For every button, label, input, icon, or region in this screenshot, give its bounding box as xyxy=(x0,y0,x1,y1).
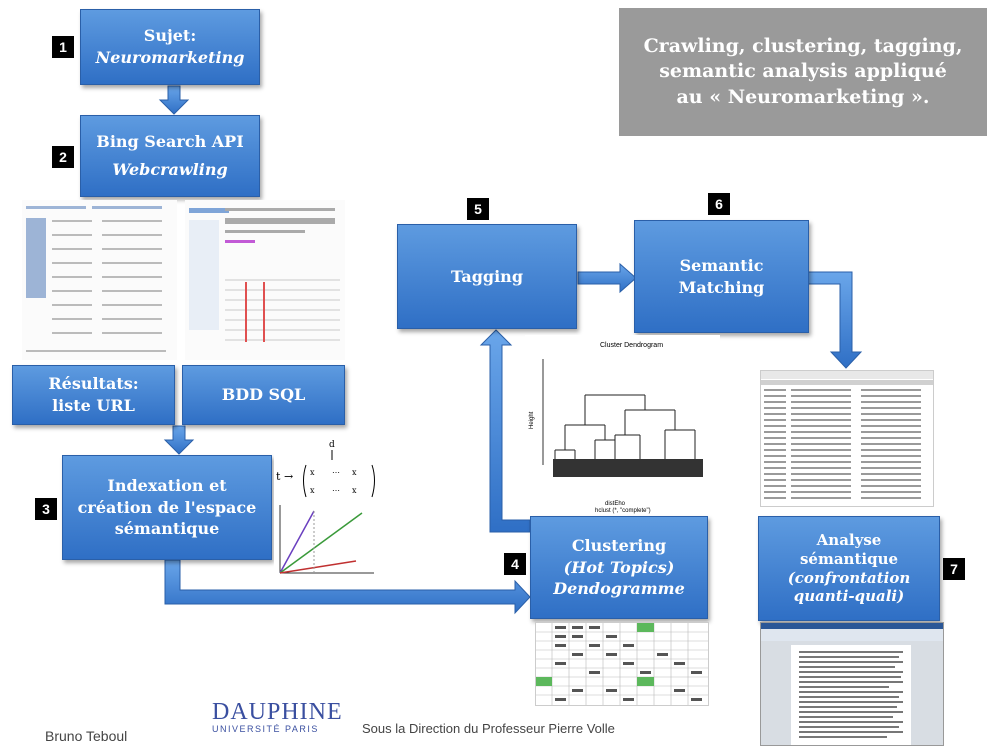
dendrogram-sub: hclust (*, "complete") xyxy=(595,508,651,514)
title-box: Crawling, clustering, tagging, semantic … xyxy=(619,8,987,136)
phpmyadmin-screenshot xyxy=(185,200,345,360)
step-1-line1: Sujet: xyxy=(143,26,197,46)
dendrogram-xlabel: distEho xyxy=(605,501,626,507)
step-3-line3: sémantique xyxy=(114,519,220,539)
step-4-line1: Clustering xyxy=(571,536,667,556)
step-5-line1: Tagging xyxy=(450,266,523,286)
bdd-sql-box: BDD SQL xyxy=(182,365,345,425)
results-line1: Résultats: xyxy=(48,374,139,394)
svg-text:⋯: ⋯ xyxy=(332,486,340,495)
step-7-number: 7 xyxy=(943,558,965,580)
step-3-box: Indexation et création de l'espace séman… xyxy=(62,455,272,560)
step-4-box: Clustering (Hot Topics) Dendogramme xyxy=(530,516,708,619)
svg-text:⋯: ⋯ xyxy=(332,468,340,477)
step-4-line3: Dendogramme xyxy=(553,579,685,599)
logo-sub: UNIVERSITÉ PARIS xyxy=(212,724,319,734)
step-1-number: 1 xyxy=(52,36,74,58)
svg-text:t: t xyxy=(276,470,281,483)
dendrogram-figure: Cluster Dendrogram Height distEho hclust… xyxy=(525,335,720,515)
svg-text:x: x xyxy=(310,486,315,495)
svg-text:x: x xyxy=(352,486,357,495)
word-document-screenshot xyxy=(760,622,944,746)
step-2-line2: Webcrawling xyxy=(112,160,228,179)
vector-space-figure: d t → x ⋯ x x ⋯ x xyxy=(274,435,382,575)
step-1-line2: Neuromarketing xyxy=(95,48,245,67)
arrow-3-4 xyxy=(164,559,531,615)
dendrogram-title: Cluster Dendrogram xyxy=(600,342,663,349)
step-7-line2: sémantique xyxy=(799,549,899,568)
svg-text:d: d xyxy=(329,440,335,450)
results-box: Résultats: liste URL xyxy=(12,365,175,425)
step-4-number: 4 xyxy=(504,553,526,575)
step-3-line2: création de l'espace xyxy=(77,497,257,517)
svg-text:x: x xyxy=(310,468,315,477)
step-7-line3: (confrontation xyxy=(787,568,911,587)
results-line2: liste URL xyxy=(52,396,135,415)
bdd-sql-label: BDD SQL xyxy=(221,385,306,405)
step-5-number: 5 xyxy=(467,198,489,220)
dauphine-logo: DAUPHINE UNIVERSITÉ PARIS xyxy=(212,699,343,734)
step-5-box: Tagging xyxy=(397,224,577,329)
step-4-line2: (Hot Topics) xyxy=(563,557,675,577)
search-results-screenshot xyxy=(22,200,177,360)
step-7-line4: quanti-quali) xyxy=(793,587,905,606)
svg-text:→: → xyxy=(284,470,293,483)
step-6-box: Semantic Matching xyxy=(634,220,809,333)
arrow-4-5 xyxy=(479,329,531,533)
arrow-6-table xyxy=(807,271,863,369)
step-2-line1: Bing Search API xyxy=(96,132,244,152)
svg-text:x: x xyxy=(352,468,357,477)
logo-main: DAUPHINE xyxy=(212,699,343,725)
step-3-line1: Indexation et xyxy=(107,476,227,496)
dendrogram-ylabel: Height xyxy=(529,411,535,429)
title-line-3: au « Neuromarketing ». xyxy=(676,85,930,108)
similarity-matrix xyxy=(535,622,709,706)
step-3-number: 3 xyxy=(35,498,57,520)
step-2-number: 2 xyxy=(52,146,74,168)
step-7-line1: Analyse xyxy=(816,531,882,549)
title-line-2: semantic analysis appliqué xyxy=(659,60,947,83)
step-1-box: Sujet: Neuromarketing xyxy=(80,9,260,85)
direction-text: Sous la Direction du Professeur Pierre V… xyxy=(362,721,615,736)
arrow-5-6 xyxy=(577,262,637,294)
semantic-matching-table xyxy=(760,370,934,507)
step-2-box: Bing Search API Webcrawling xyxy=(80,115,260,197)
arrow-1-2 xyxy=(158,85,190,115)
step-7-box: Analyse sémantique (confrontation quanti… xyxy=(758,516,940,621)
title-line-1: Crawling, clustering, tagging, xyxy=(643,34,963,57)
step-6-number: 6 xyxy=(708,193,730,215)
author-name: Bruno Teboul xyxy=(45,728,128,744)
arrow-results-3 xyxy=(163,425,195,455)
step-6-line1: Semantic Matching xyxy=(678,255,765,297)
